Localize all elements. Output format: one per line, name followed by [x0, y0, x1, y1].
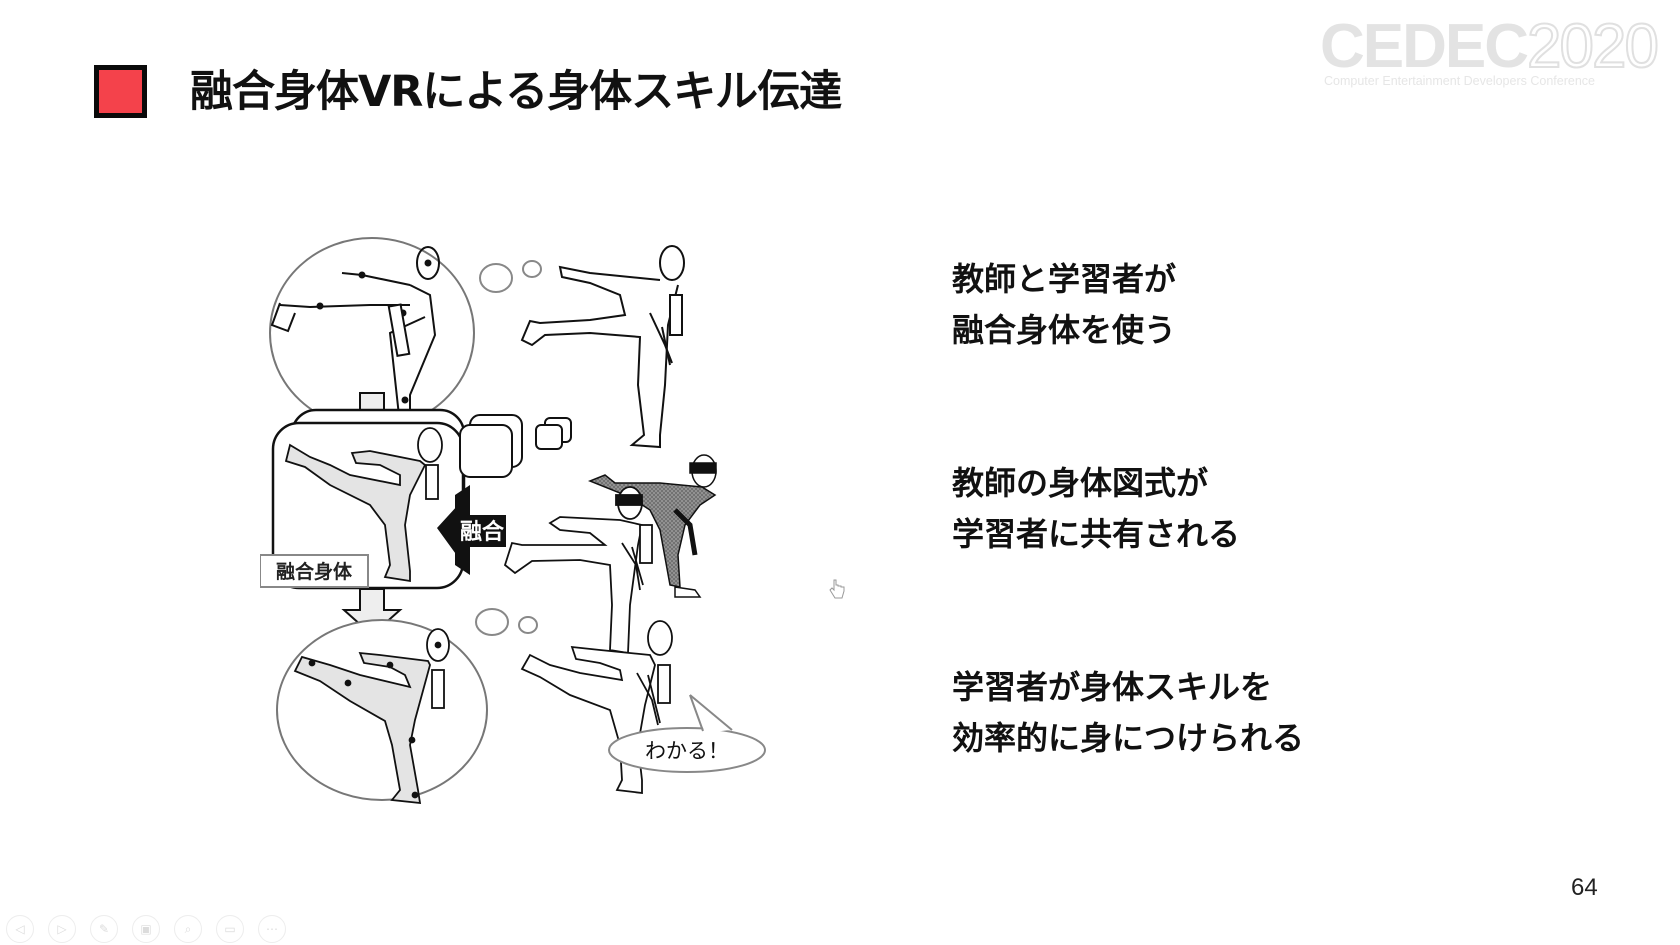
bullet-item: 学習者が身体スキルを 効率的に身につけられる	[952, 662, 1472, 764]
speech-bubble-text: わかる！	[645, 739, 729, 763]
fusion-arrow	[437, 485, 506, 575]
fused-body-label-box	[260, 554, 369, 588]
learner-skeleton-figure	[293, 628, 450, 805]
logo-year: 2020	[1526, 12, 1660, 81]
teacher-hmd-figure	[587, 454, 717, 598]
logo-subtitle: Computer Entertainment Developers Confer…	[1324, 74, 1595, 88]
screen-icon[interactable]: ▭	[216, 915, 244, 943]
presenter-toolbar: ◁ ▷ ✎ ▣ ⌕ ▭ ⋯	[6, 915, 286, 945]
bullet-line: 教師の身体図式が	[952, 464, 1209, 502]
more-options-icon[interactable]: ⋯	[258, 915, 286, 943]
cedec-logo: CEDEC2020 Computer Entertainment Develop…	[1320, 12, 1670, 94]
teacher-figure	[520, 245, 685, 449]
bullet-line: 学習者が身体スキルを	[952, 668, 1273, 706]
teacher-thought-bubble	[269, 237, 542, 429]
skill-transfer-diagram: 融合身体 融合	[260, 237, 766, 805]
fused-body-figure	[284, 427, 443, 583]
hand-cursor-icon	[829, 579, 845, 599]
fused-body-label: 融合身体	[276, 560, 353, 583]
slides-overview-icon[interactable]: ▣	[132, 915, 160, 943]
learner-hmd-figure	[503, 486, 653, 655]
zoom-icon[interactable]: ⌕	[174, 915, 202, 943]
bullet-line: 教師と学習者が	[952, 260, 1177, 298]
bullet-line: 学習者に共有される	[952, 515, 1241, 553]
pen-icon[interactable]: ✎	[90, 915, 118, 943]
title-bullet-square	[94, 65, 147, 118]
fusion-arrow-label: 融合	[460, 519, 505, 545]
bullet-line: 融合身体を使う	[952, 311, 1177, 349]
slide-title: 融合身体VRによる身体スキル伝達	[190, 67, 842, 117]
logo-brand: CEDEC	[1320, 12, 1529, 81]
previous-slide-icon[interactable]: ◁	[6, 915, 34, 943]
next-slide-icon[interactable]: ▷	[48, 915, 76, 943]
speech-bubble	[608, 694, 766, 773]
bullet-item: 教師と学習者が 融合身体を使う	[952, 254, 1472, 356]
bullet-item: 教師の身体図式が 学習者に共有される	[952, 458, 1472, 560]
page-number: 64	[1571, 874, 1598, 901]
bullet-line: 効率的に身につけられる	[952, 719, 1305, 757]
